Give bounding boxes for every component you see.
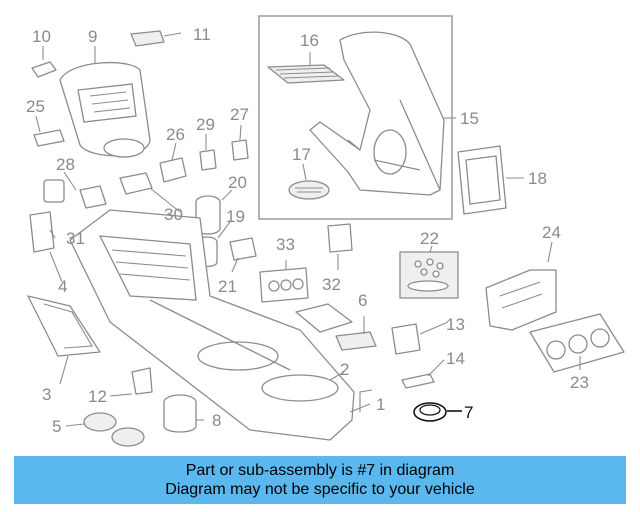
- part-trim-ring[interactable]: [295, 303, 353, 333]
- part-31-bracket[interactable]: [29, 211, 55, 253]
- part-6-mat[interactable]: [335, 331, 377, 351]
- part-23-climate-control[interactable]: [529, 313, 625, 373]
- part-7-cap[interactable]: [413, 402, 447, 422]
- parts-diagram: 10 9 11 25 26 29 27 28 20 30 19 31 4 21 …: [26, 15, 625, 447]
- callout-4: 4: [58, 277, 67, 296]
- part-12-bracket[interactable]: [131, 367, 153, 395]
- part-17-oval-mat[interactable]: [288, 180, 330, 200]
- part-13-bracket[interactable]: [391, 323, 421, 355]
- part-22-pads[interactable]: [399, 251, 459, 299]
- callout-28: 28: [56, 155, 75, 174]
- part-28-outlet[interactable]: [43, 179, 107, 209]
- callout-6: 6: [358, 291, 367, 310]
- part-11-panel-insert[interactable]: [130, 30, 165, 47]
- part-29-switch[interactable]: [199, 149, 217, 171]
- callout-14: 14: [446, 349, 465, 368]
- part-14-strip[interactable]: [401, 373, 435, 389]
- part-33-control-panel[interactable]: [259, 267, 309, 303]
- callout-10: 10: [32, 27, 51, 46]
- callout-3: 3: [42, 385, 51, 404]
- callout-19: 19: [226, 207, 245, 226]
- callout-18: 18: [528, 169, 547, 188]
- callout-21: 21: [218, 277, 237, 296]
- info-banner: Part or sub-assembly is #7 in diagram Di…: [14, 456, 626, 504]
- callout-29: 29: [196, 115, 215, 134]
- leader-lines: [35, 32, 581, 427]
- part-32-switch[interactable]: [327, 223, 353, 253]
- callout-20: 20: [228, 173, 247, 192]
- part-8-cup-holder[interactable]: [163, 394, 197, 433]
- callout-13: 13: [446, 315, 465, 334]
- callout-12: 12: [88, 387, 107, 406]
- callout-31: 31: [66, 229, 85, 248]
- callout-24: 24: [542, 223, 561, 242]
- part-21-switch[interactable]: [229, 237, 257, 261]
- callout-30: 30: [164, 205, 183, 224]
- part-10-clip[interactable]: [31, 61, 57, 78]
- banner-line-2: Diagram may not be specific to your vehi…: [165, 481, 475, 498]
- callout-33: 33: [276, 235, 295, 254]
- callout-17: 17: [292, 145, 311, 164]
- callout-1: 1: [376, 395, 385, 414]
- callout-32: 32: [322, 275, 341, 294]
- part-16-armrest-mat[interactable]: [267, 64, 345, 84]
- part-9-center-bezel[interactable]: [59, 61, 151, 158]
- callout-26: 26: [166, 125, 185, 144]
- part-27-switch[interactable]: [231, 139, 249, 161]
- callout-25: 25: [26, 97, 45, 116]
- part-15-armrest-assembly[interactable]: [309, 31, 445, 196]
- callout-27: 27: [230, 105, 249, 124]
- callout-2: 2: [340, 360, 349, 379]
- part-1-center-console[interactable]: [69, 209, 355, 441]
- part-24-mechanism[interactable]: [485, 269, 557, 331]
- part-3-side-panel[interactable]: [27, 295, 101, 357]
- part-26-switch[interactable]: [159, 157, 187, 183]
- callout-5: 5: [52, 417, 61, 436]
- callout-23: 23: [570, 373, 589, 392]
- callout-15: 15: [460, 109, 479, 128]
- part-25-switch[interactable]: [33, 129, 65, 147]
- part-30-switch-block[interactable]: [119, 172, 153, 195]
- callout-7: 7: [464, 403, 473, 422]
- callout-11: 11: [193, 25, 211, 44]
- part-18-storage-bin[interactable]: [457, 145, 507, 215]
- callout-8: 8: [212, 411, 221, 430]
- callout-16: 16: [300, 31, 319, 50]
- banner-line-1: Part or sub-assembly is #7 in diagram: [185, 462, 455, 479]
- callout-22: 22: [420, 229, 439, 248]
- callout-9: 9: [88, 27, 97, 46]
- part-5-cup-mats[interactable]: [83, 412, 145, 447]
